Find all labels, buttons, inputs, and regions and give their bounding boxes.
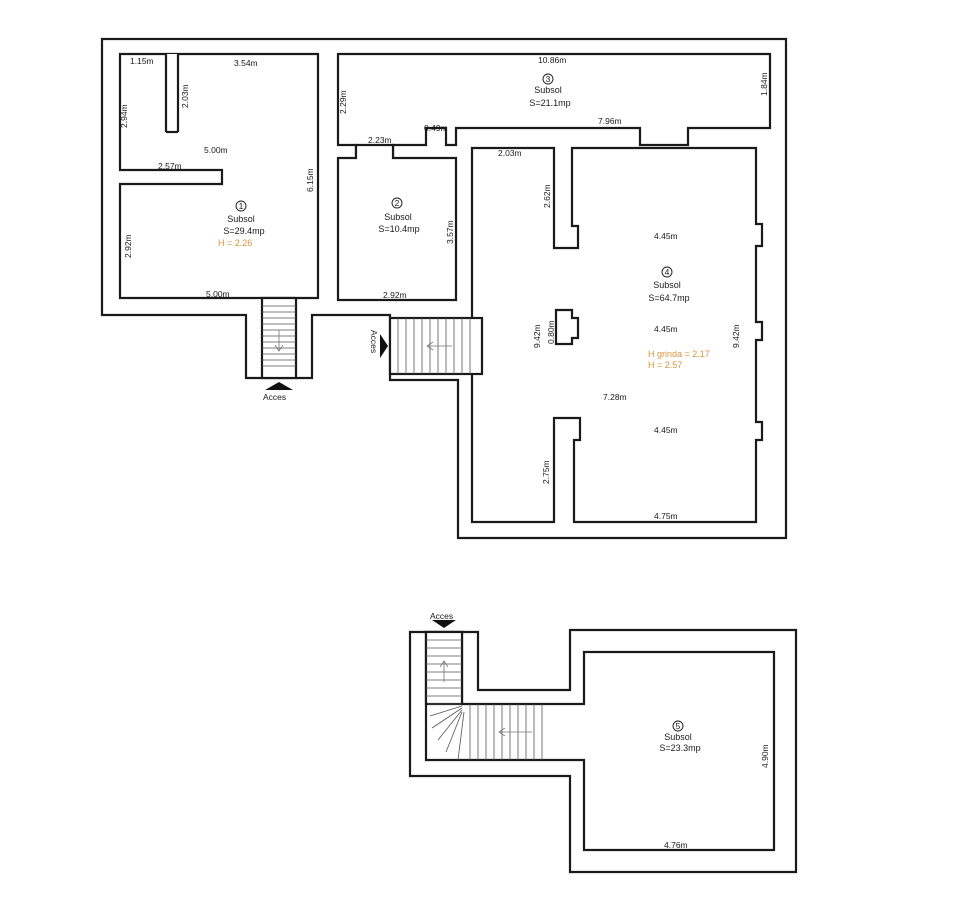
room-2-area: S=10.4mp [378,224,419,234]
dim-4-45-a: 4.45m [654,231,678,241]
dim-9-42-a: 9.42m [532,324,542,348]
dim-4-75: 4.75m [654,511,678,521]
svg-text:1: 1 [239,201,244,211]
upper-dimensions: 1.15m 3.54m 2.94m 2.03m 5.00m 2.57m 6.15… [119,55,769,521]
room-5-area: S=23.3mp [659,743,700,753]
upper-plan-walls [100,37,788,540]
lower-plan-walls [408,628,798,874]
access-label-side: Acces [369,330,379,353]
dim-2-29: 2.29m [338,90,348,114]
dim-2-23: 2.23m [368,135,392,145]
dim-4-45-b: 4.45m [654,324,678,334]
dim-2-62: 2.62m [542,184,552,208]
room-1-label: 1 Subsol S=29.4mp H = 2.26 [218,200,265,248]
room-5-name: Subsol [664,732,692,742]
svg-text:5: 5 [676,721,681,731]
room-4-label: 4 Subsol S=64.7mp H grinda = 2.17 H = 2.… [648,266,710,370]
dim-5-00-a: 5.00m [204,145,228,155]
access-arrow-side [380,334,388,358]
dim-4-76: 4.76m [664,840,688,850]
room-4-name: Subsol [653,280,681,290]
room-4-beam-height: H grinda = 2.17 [648,349,710,359]
dim-7-28: 7.28m [603,392,627,402]
room-3-label: 3 Subsol S=21.1mp [529,73,571,108]
dim-3-54: 3.54m [234,58,258,68]
room-2-name: Subsol [384,212,412,222]
dim-9-42-b: 9.42m [731,324,741,348]
dim-3-57: 3.57m [445,220,455,244]
svg-text:4: 4 [665,267,670,277]
stair-bottom [262,305,296,367]
access-arrow-bottom [265,382,293,390]
lower-stair [426,639,543,761]
dim-2-92-h: 2.92m [383,290,407,300]
stair-side [397,318,471,374]
dim-2-94: 2.94m [119,104,129,128]
room-1-name: Subsol [227,214,255,224]
dim-2-57: 2.57m [158,161,182,171]
dim-4-90: 4.90m [760,744,770,768]
dim-5-00-b: 5.00m [206,289,230,299]
dim-2-92-v: 2.92m [123,234,133,258]
room-1-area: S=29.4mp [223,226,264,236]
dim-2-75: 2.75m [541,460,551,484]
room-5-label: 5 Subsol S=23.3mp [659,720,701,753]
access-label-lower: Acces [430,611,453,621]
dim-6-15: 6.15m [305,168,315,192]
dim-0-49: 0.49m [424,123,448,133]
svg-text:3: 3 [546,74,551,84]
room-3-name: Subsol [534,85,562,95]
room-4-height: H = 2.57 [648,360,682,370]
room-4-area: S=64.7mp [648,293,689,303]
dim-1-84: 1.84m [759,72,769,96]
dim-2-03-v: 2.03m [180,84,190,108]
room-1-height: H = 2.26 [218,238,252,248]
access-arrow-lower [432,620,456,628]
access-label-bottom: Acces [263,392,286,402]
dim-1-15: 1.15m [130,56,154,66]
dim-10-86: 10.86m [538,55,566,65]
dim-4-45-c: 4.45m [654,425,678,435]
room-3-area: S=21.1mp [529,98,570,108]
dim-7-96: 7.96m [598,116,622,126]
dim-2-03-h: 2.03m [498,148,522,158]
svg-text:2: 2 [395,198,400,208]
dim-0-80: 0.80m [546,320,556,344]
room-2-label: 2 Subsol S=10.4mp [378,197,420,234]
